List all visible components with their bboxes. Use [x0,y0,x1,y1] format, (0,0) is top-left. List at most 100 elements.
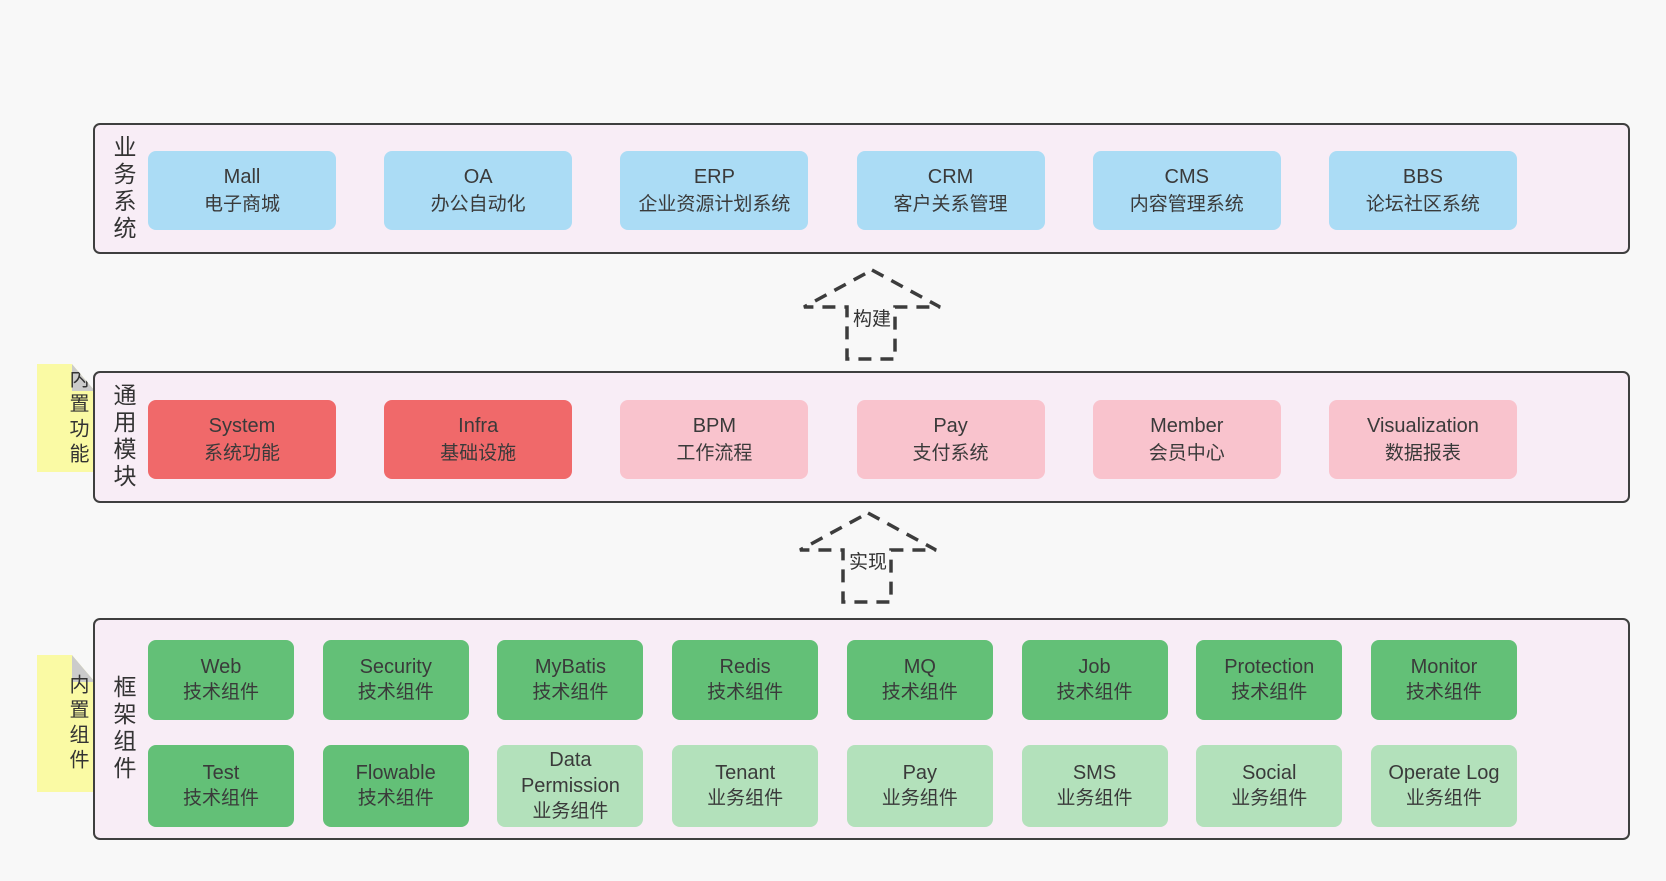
box-subtitle: 系统功能 [203,442,280,464]
up-arrow-build: 构建 [803,268,941,361]
box-title: MyBatis [534,656,606,678]
box-mall: Mall 电子商城 [148,151,336,230]
box-visualization: Visualization 数据报表 [1328,400,1517,479]
box-monitor: Monitor 技术组件 [1370,640,1517,720]
box-title: Pay [933,414,968,437]
band-label: 框架组件 [110,675,136,783]
box-flowable: Flowable 技术组件 [322,745,469,827]
sticky-tab-label: 内置功能 [66,368,88,468]
box-mq: MQ 技术组件 [846,640,993,720]
box-title: Security [359,656,432,678]
box-title: Data Permission [520,749,620,797]
sticky-tab-built-in-components: 内置组件 [37,655,95,792]
box-title: OA [463,165,493,188]
box-job: Job 技术组件 [1021,640,1168,720]
box-title: Flowable [355,762,436,784]
box-subtitle: 办公自动化 [430,193,526,215]
box-title: SMS [1072,762,1117,784]
box-security: Security 技术组件 [322,640,469,720]
box-subtitle: 技术组件 [881,682,958,703]
box-subtitle: 会员中心 [1148,442,1225,464]
box-title: MQ [903,656,936,678]
box-subtitle: 技术组件 [532,682,609,703]
box-redis: Redis 技术组件 [672,640,819,720]
band-business-systems: 业务系统 Mall 电子商城 OA 办公自动化 ERP 企业资源计划系统 CRM… [93,123,1630,254]
up-arrow-implement: 实现 [799,511,937,604]
box-subtitle: 电子商城 [203,193,280,215]
box-title: System [208,414,276,437]
band-framework-components: 框架组件 Web 技术组件 Security 技术组件 MyBatis 技术组件… [93,618,1630,840]
box-subtitle: 技术组件 [707,682,784,703]
box-title: Mall [223,165,261,188]
common-modules-row: System 系统功能 Infra 基础设施 BPM 工作流程 Pay 支付系统… [148,400,1517,479]
box-erp: ERP 企业资源计划系统 [620,151,809,230]
box-title: Test [202,762,240,784]
box-crm: CRM 客户关系管理 [856,151,1045,230]
box-subtitle: 业务组件 [881,788,958,809]
arrow-label-build: 构建 [853,308,891,330]
box-subtitle: 内容管理系统 [1129,193,1244,215]
box-title: Job [1078,656,1111,678]
framework-components-row-1: Web 技术组件 Security 技术组件 MyBatis 技术组件 Redi… [148,640,1517,720]
box-infra: Infra 基础设施 [384,400,573,479]
box-title: CMS [1164,165,1209,188]
box-subtitle: 业务组件 [707,788,784,809]
box-tenant: Tenant 业务组件 [672,745,819,827]
box-member: Member 会员中心 [1092,400,1281,479]
box-title: Social [1241,762,1297,784]
box-title: Redis [719,656,771,678]
box-title: BBS [1402,165,1443,188]
business-systems-row: Mall 电子商城 OA 办公自动化 ERP 企业资源计划系统 CRM 客户关系… [148,151,1517,230]
box-title: Pay [902,762,938,784]
box-subtitle: 技术组件 [1231,682,1308,703]
box-title: Member [1150,414,1224,437]
box-subtitle: 论坛社区系统 [1365,193,1480,215]
sticky-tab-label: 内置组件 [66,673,88,774]
box-subtitle: 业务组件 [532,801,609,822]
box-protection: Protection 技术组件 [1196,640,1343,720]
box-subtitle: 技术组件 [182,682,259,703]
box-subtitle: 数据报表 [1384,442,1461,464]
box-subtitle: 基础设施 [440,442,517,464]
box-subtitle: 工作流程 [676,442,753,464]
box-title: CRM [927,165,974,188]
box-subtitle: 支付系统 [912,442,989,464]
box-subtitle: 技术组件 [1056,682,1133,703]
box-bpm: BPM 工作流程 [620,400,809,479]
box-social: Social 业务组件 [1196,745,1343,827]
framework-components-row-2: Test 技术组件 Flowable 技术组件 Data Permission … [148,745,1517,827]
box-mybatis: MyBatis 技术组件 [497,640,644,720]
block-arrow-outline [803,268,941,361]
band-label: 通用模块 [110,383,136,491]
box-title: Infra [458,414,499,437]
box-cms: CMS 内容管理系统 [1092,151,1281,230]
arrow-label-implement: 实现 [849,551,887,573]
band-label: 业务系统 [110,134,136,243]
box-subtitle: 业务组件 [1231,788,1308,809]
box-title: Monitor [1410,656,1478,678]
box-subtitle: 业务组件 [1056,788,1133,809]
box-operate-log: Operate Log 业务组件 [1370,745,1517,827]
box-web: Web 技术组件 [148,640,294,720]
box-subtitle: 技术组件 [357,788,434,809]
box-pay-system: Pay 支付系统 [856,400,1045,479]
box-subtitle: 技术组件 [357,682,434,703]
box-title: Tenant [715,762,776,784]
box-title: Protection [1224,656,1315,678]
box-subtitle: 业务组件 [1405,788,1482,809]
box-subtitle: 技术组件 [182,788,259,809]
box-bbs: BBS 论坛社区系统 [1328,151,1517,230]
box-data-permission: Data Permission 业务组件 [497,745,644,827]
box-system: System 系统功能 [148,400,336,479]
box-sms: SMS 业务组件 [1021,745,1168,827]
box-title: Operate Log [1388,762,1500,784]
box-title: ERP [693,165,735,188]
box-title: Web [200,656,242,678]
box-subtitle: 技术组件 [1405,682,1482,703]
block-arrow-outline [799,511,937,604]
box-test: Test 技术组件 [148,745,294,827]
box-oa: OA 办公自动化 [384,151,573,230]
box-pay-component: Pay 业务组件 [846,745,993,827]
box-title: BPM [692,414,737,437]
